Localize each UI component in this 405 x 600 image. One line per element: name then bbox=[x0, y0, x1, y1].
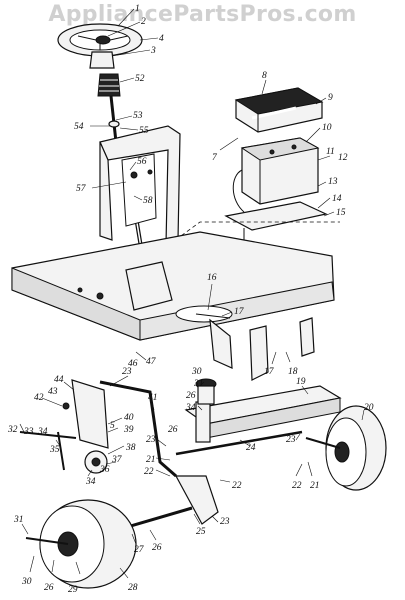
callout-20: 20 bbox=[364, 403, 374, 413]
callout-46: 46 bbox=[128, 359, 138, 369]
callout-13: 13 bbox=[328, 177, 338, 187]
callout-24: 24 bbox=[246, 443, 256, 453]
callout-2: 2 bbox=[141, 17, 146, 27]
callout-25: 25 bbox=[196, 527, 206, 537]
callout-21a: 21 bbox=[146, 455, 156, 465]
callout-19: 19 bbox=[296, 377, 306, 387]
callout-39: 39 bbox=[123, 425, 134, 435]
callout-11: 11 bbox=[326, 147, 335, 157]
callout-1: 1 bbox=[135, 4, 140, 14]
callout-7: 7 bbox=[212, 153, 218, 163]
front-right-wheel bbox=[305, 405, 387, 491]
callout-22c: 22 bbox=[292, 481, 302, 491]
drag-link bbox=[99, 380, 177, 478]
callout-36: 36 bbox=[99, 465, 110, 475]
callout-23a: 23 bbox=[122, 367, 132, 377]
callout-53: 53 bbox=[133, 111, 143, 121]
callout-23c: 23 bbox=[286, 435, 296, 445]
callout-38: 38 bbox=[125, 443, 136, 453]
callout-34a: 34 bbox=[185, 403, 196, 413]
callout-9: 9 bbox=[328, 93, 333, 103]
callout-47: 47 bbox=[146, 357, 157, 367]
callout-12: 12 bbox=[338, 153, 348, 163]
callout-34c: 34 bbox=[85, 477, 96, 487]
callout-27: 27 bbox=[134, 545, 145, 555]
callout-17b: 17 bbox=[264, 367, 275, 377]
callout-26b: 26 bbox=[168, 425, 178, 435]
callout-54: 54 bbox=[74, 122, 84, 132]
steering-gear-assembly bbox=[19, 379, 109, 474]
battery-cover bbox=[234, 87, 324, 133]
callout-23d: 23 bbox=[220, 517, 230, 527]
callout-22a: 22 bbox=[144, 467, 154, 477]
callout-33: 33 bbox=[23, 427, 34, 437]
callout-42: 42 bbox=[34, 393, 44, 403]
callout-5: 5 bbox=[110, 421, 115, 431]
callout-26d: 26 bbox=[44, 583, 54, 593]
steering-wheel bbox=[57, 23, 143, 69]
callout-26c: 26 bbox=[152, 543, 162, 553]
callout-22b: 22 bbox=[232, 481, 242, 491]
callout-21b: 21 bbox=[310, 481, 320, 491]
callout-14: 14 bbox=[332, 194, 342, 204]
callout-28: 28 bbox=[128, 583, 138, 593]
callout-15: 15 bbox=[336, 208, 346, 218]
front-spindle bbox=[123, 475, 219, 530]
callout-31a: 31 bbox=[193, 379, 204, 389]
callout-52: 52 bbox=[135, 74, 145, 84]
callout-labels: 1 2 3 4 52 53 54 55 56 57 58 8 9 7 10 11… bbox=[7, 4, 374, 595]
callout-32: 32 bbox=[7, 425, 18, 435]
callout-31b: 31 bbox=[13, 515, 24, 525]
callout-16: 16 bbox=[207, 273, 217, 283]
callout-55: 55 bbox=[139, 126, 149, 136]
callout-18: 18 bbox=[288, 367, 298, 377]
callout-58: 58 bbox=[143, 196, 153, 206]
main-frame bbox=[11, 231, 335, 381]
callout-30a: 30 bbox=[191, 367, 202, 377]
callout-40: 40 bbox=[124, 413, 134, 423]
battery bbox=[232, 137, 320, 213]
callout-57: 57 bbox=[76, 184, 87, 194]
callout-35: 35 bbox=[49, 445, 60, 455]
callout-37: 37 bbox=[111, 455, 123, 465]
callout-3: 3 bbox=[150, 46, 156, 56]
dash-panel bbox=[99, 125, 181, 245]
front-left-wheel bbox=[25, 499, 137, 589]
callout-43: 43 bbox=[48, 387, 58, 397]
callout-56: 56 bbox=[137, 157, 147, 167]
callout-29: 29 bbox=[68, 585, 78, 595]
tie-rod bbox=[175, 430, 303, 456]
callout-41: 41 bbox=[148, 393, 158, 403]
callout-30b: 30 bbox=[21, 577, 32, 587]
callout-10: 10 bbox=[322, 123, 332, 133]
callout-23b: 23 bbox=[146, 435, 156, 445]
callout-4: 4 bbox=[159, 34, 164, 44]
callout-17a: 17 bbox=[234, 307, 245, 317]
callout-34b: 34 bbox=[37, 427, 48, 437]
front-axle bbox=[184, 378, 342, 443]
callout-26a: 26 bbox=[186, 391, 196, 401]
callout-44: 44 bbox=[54, 375, 64, 385]
callout-8: 8 bbox=[262, 71, 267, 81]
